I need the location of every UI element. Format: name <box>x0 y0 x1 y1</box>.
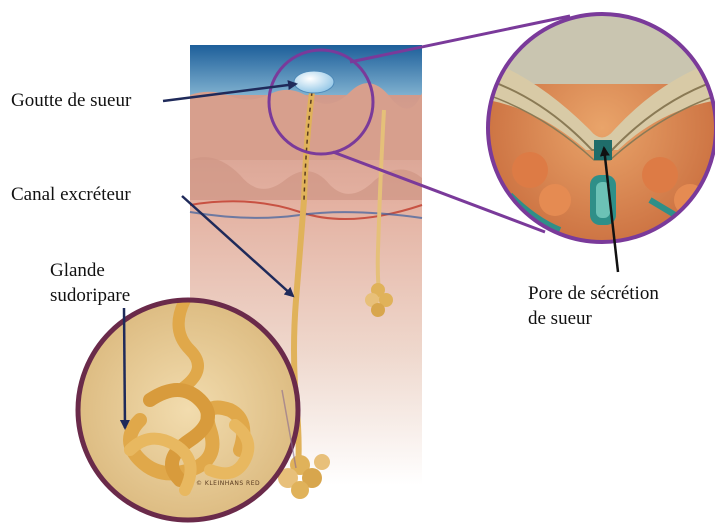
label-pore-line1: Pore de sécrétion <box>528 282 659 306</box>
label-gland-line1: Glande <box>50 259 105 283</box>
illustration-credit: © KLEINHANS RED <box>196 480 260 487</box>
gland-magnifier <box>78 300 298 520</box>
label-pore-line2: de sueur <box>528 307 592 331</box>
arrow-gland <box>124 308 125 428</box>
label-duct: Canal excréteur <box>11 183 131 207</box>
label-droplet: Goutte de sueur <box>11 89 131 113</box>
pore-magnifier <box>488 14 715 242</box>
label-gland-line2: sudoripare <box>50 284 130 308</box>
sweat-droplet-icon <box>294 71 334 93</box>
